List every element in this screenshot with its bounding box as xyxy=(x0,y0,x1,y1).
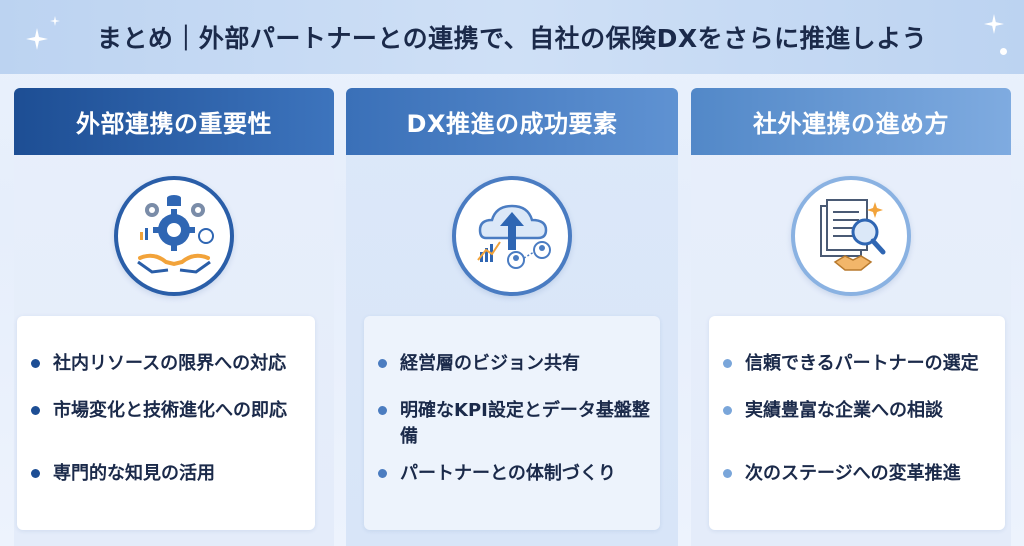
documents-handshake-icon xyxy=(791,176,911,296)
panel-title: DX推進の成功要素 xyxy=(346,88,678,155)
list-item: 専門的な知見の活用 xyxy=(31,461,307,487)
list-item: 次のステージへの変革推進 xyxy=(723,461,997,487)
gears-hands-icon xyxy=(114,176,234,296)
sparkle-icon xyxy=(50,16,60,26)
list-item: 明確なKPI設定とデータ基盤整備 xyxy=(378,398,652,450)
panel-title: 社外連携の進め方 xyxy=(691,88,1011,155)
panel-title: 外部連携の重要性 xyxy=(14,88,334,155)
list-card: 社内リソースの限界への対応 市場変化と技術進化への即応 専門的な知見の活用 xyxy=(17,316,315,530)
panel-external-collaboration: 外部連携の重要性 社内リソースの限界への対応 市場変化と技術進化への即応 専門的… xyxy=(14,88,334,546)
page-title: まとめ｜外部パートナーとの連携で、自社の保険DXをさらに推進しよう xyxy=(96,24,928,53)
list-item: パートナーとの体制づくり xyxy=(378,461,652,487)
list-card: 信頼できるパートナーの選定 実績豊富な企業への相談 次のステージへの変革推進 xyxy=(709,316,1005,530)
list-item: 社内リソースの限界への対応 xyxy=(31,351,307,377)
list-card: 経営層のビジョン共有 明確なKPI設定とデータ基盤整備 パートナーとの体制づくり xyxy=(364,316,660,530)
sparkle-icon xyxy=(984,14,1004,34)
list-item: 実績豊富な企業への相談 xyxy=(723,398,997,424)
list-item: 市場変化と技術進化への即応 xyxy=(31,398,307,424)
list-item: 信頼できるパートナーの選定 xyxy=(723,351,997,377)
panel-partnership-approach: 社外連携の進め方 信頼できるパートナーの選定 実績豊富な企業への相談 次のステー… xyxy=(691,88,1011,546)
panel-dx-success-factors: DX推進の成功要素 経営層のビジョン共有 明確なKPI設定とデータ基盤整備 パー… xyxy=(346,88,678,546)
dot-decoration xyxy=(1000,48,1007,55)
list-item: 経営層のビジョン共有 xyxy=(378,351,652,377)
title-banner: まとめ｜外部パートナーとの連携で、自社の保険DXをさらに推進しよう xyxy=(0,0,1024,74)
sparkle-icon xyxy=(26,28,48,50)
cloud-upload-chart-icon xyxy=(452,176,572,296)
